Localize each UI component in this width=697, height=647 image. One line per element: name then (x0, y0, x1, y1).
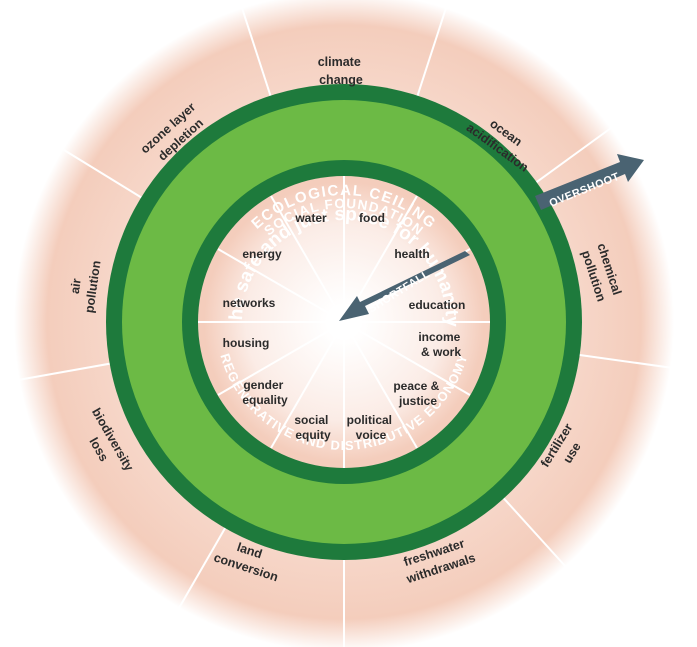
label-housing: housing (223, 336, 270, 350)
label-health: health (394, 247, 429, 261)
label-climate-change: climate change (318, 55, 365, 87)
label-social-equity: social equity (294, 413, 331, 442)
label-education: education (409, 298, 466, 312)
label-gender-equality: gender equality (242, 378, 288, 407)
inner-labels: water food health education income & wor… (223, 211, 466, 442)
label-networks: networks (223, 296, 276, 310)
label-income-work: income & work (418, 330, 463, 359)
label-peace-justice: peace & justice (393, 379, 442, 408)
label-food: food (359, 211, 385, 225)
label-water: water (294, 211, 327, 225)
label-energy: energy (242, 247, 282, 261)
label-political-voice: political voice (347, 413, 396, 442)
